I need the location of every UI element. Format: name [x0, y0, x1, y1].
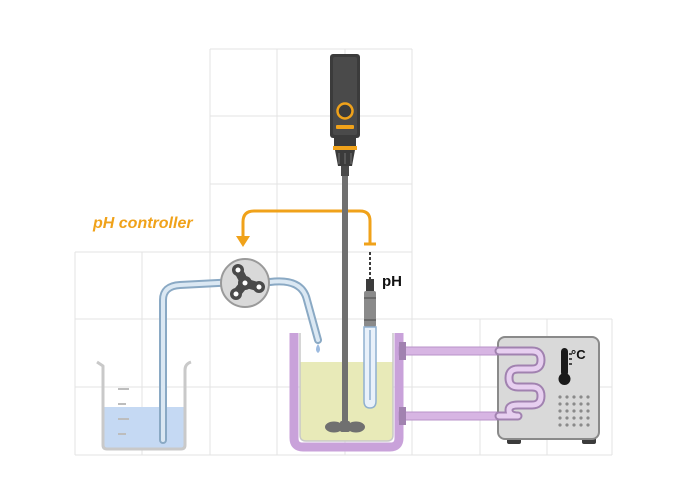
reservoir-beaker-outline — [96, 360, 192, 451]
arrow-head — [236, 236, 250, 247]
cooling-jacket — [289, 333, 404, 452]
motor-knob — [336, 102, 354, 120]
ph-controller-loop — [236, 209, 376, 247]
beaker-graduations — [118, 388, 129, 435]
thermometer-icon — [558, 348, 572, 385]
impeller — [325, 421, 365, 433]
stirrer-motor — [330, 54, 360, 176]
ph-probe-label: pH — [382, 273, 402, 290]
vent-grille — [558, 395, 590, 427]
vessel-inner-wall — [299, 333, 394, 442]
feed-drop — [316, 344, 320, 353]
reservoir-beaker — [96, 360, 192, 451]
ph-probe — [363, 252, 377, 409]
ph-controller-label: pH controller — [92, 215, 193, 232]
reservoir-liquid — [103, 407, 185, 449]
temperature-unit-label: °C — [571, 347, 586, 362]
stirrer-shaft — [325, 176, 365, 433]
feed-tubing — [159, 277, 322, 444]
peristaltic-pump-icon — [220, 258, 270, 308]
circulation-pipes — [398, 342, 500, 425]
thermostat-circulator: °C — [494, 336, 600, 444]
